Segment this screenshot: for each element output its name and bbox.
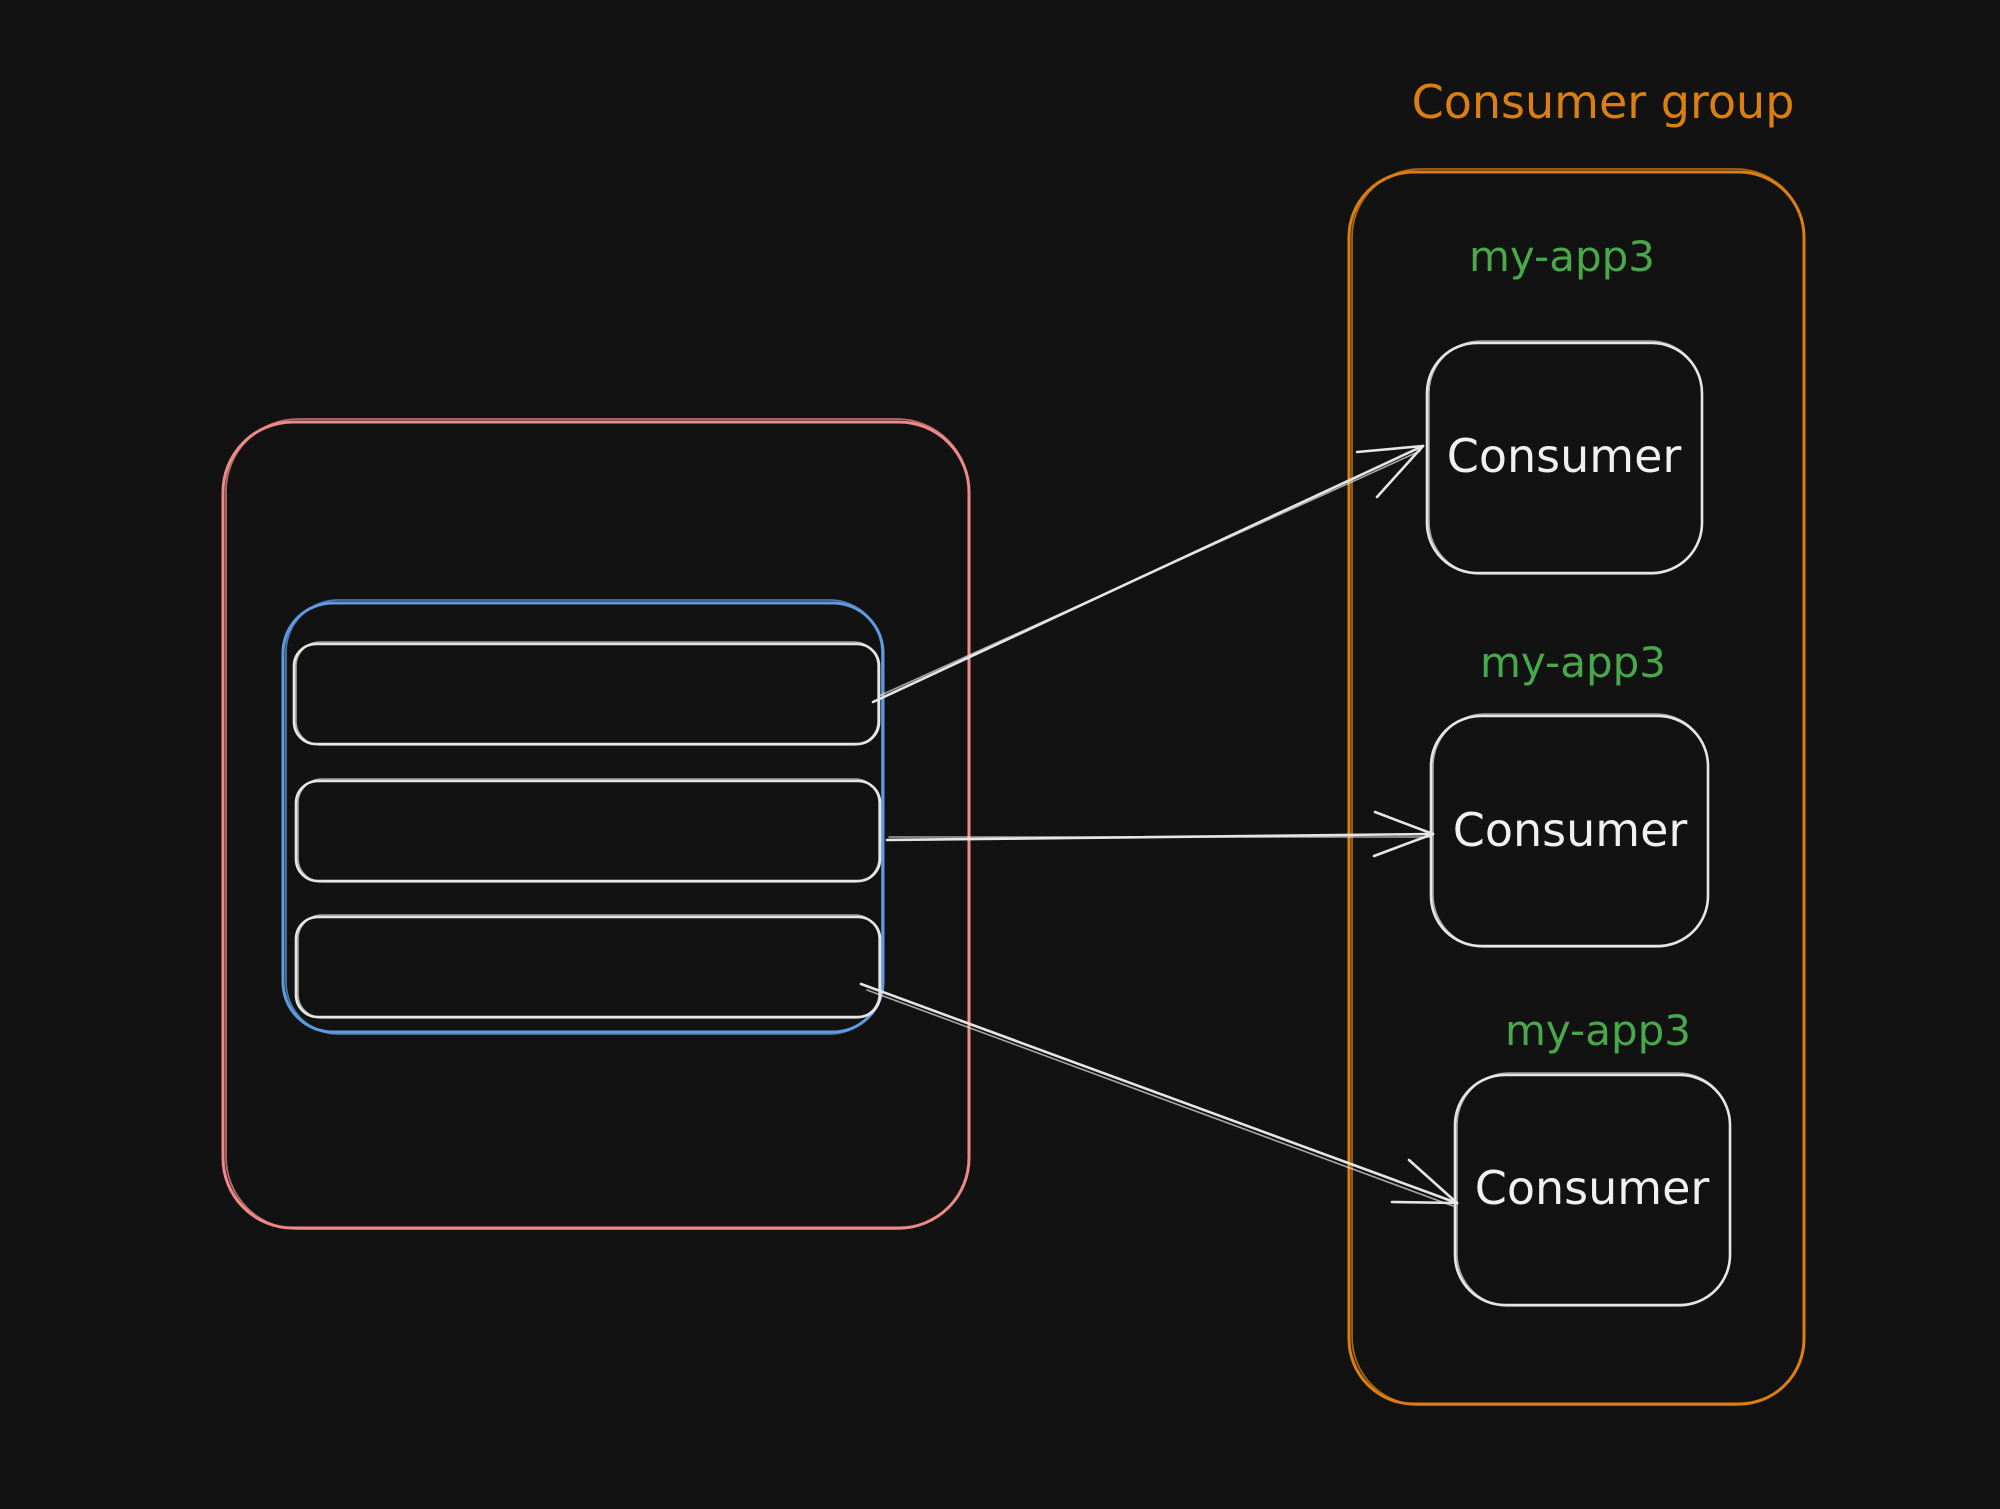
consumer-box-2	[1429, 713, 1710, 948]
outer-container	[221, 418, 971, 1230]
app-label-3: my-app3	[1505, 1006, 1691, 1055]
consumer-box-3	[1453, 1072, 1732, 1307]
arrow-partition-1-to-consumer-1	[871, 444, 1425, 704]
consumer-box-1	[1425, 340, 1704, 575]
consumer-label-2: Consumer	[1453, 803, 1688, 857]
consumer-group-label: Consumer group	[1412, 75, 1795, 129]
app-label-1: my-app3	[1469, 232, 1655, 281]
partition-1	[292, 641, 881, 746]
inner-container	[281, 599, 885, 1035]
arrow-partition-3-to-consumer-3	[859, 982, 1459, 1207]
consumer-label-3: Consumer	[1475, 1161, 1710, 1215]
partition-2	[294, 778, 882, 883]
consumer-label-1: Consumer	[1447, 429, 1682, 483]
partition-3	[294, 914, 882, 1019]
arrow-partition-2-to-consumer-2	[885, 810, 1435, 858]
app-label-2: my-app3	[1480, 638, 1666, 687]
consumer-group-container	[1347, 168, 1806, 1406]
